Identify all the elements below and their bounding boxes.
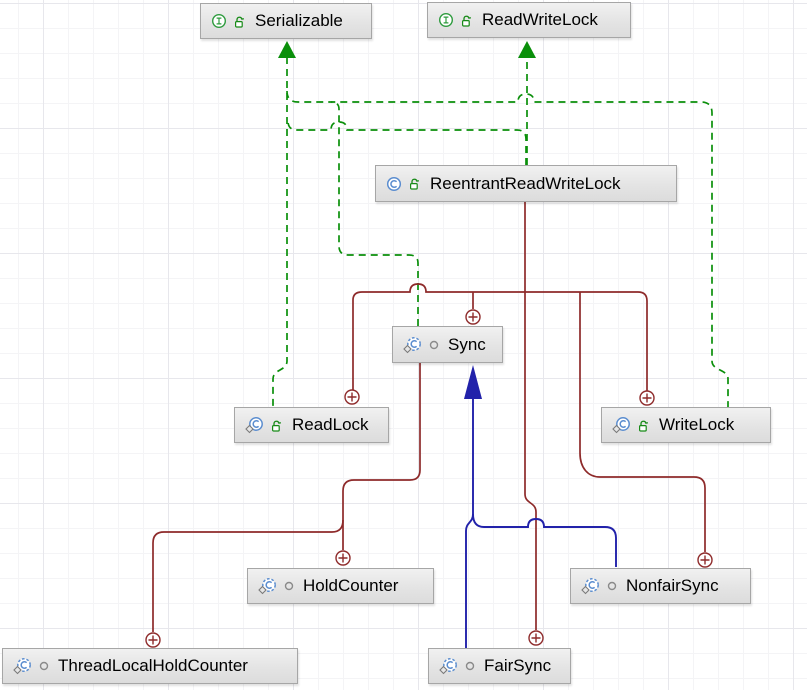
edge-inner-nonfairsync (579, 292, 706, 552)
node-label: ThreadLocalHoldCounter (58, 656, 248, 675)
node-label: Sync (448, 334, 486, 354)
node-reentrantreadwritelock[interactable]: ReentrantReadWriteLock (375, 165, 677, 202)
inner-class-marker-readlock (344, 389, 360, 405)
node-holdcounter[interactable]: HoldCounter (247, 568, 434, 604)
nested-class-icon (258, 578, 276, 595)
inner-class-marker-sync (465, 309, 481, 325)
node-threadlocalholdcounter[interactable]: ThreadLocalHoldCounter (2, 648, 298, 684)
edge-inner-threadlocalholdcounter (152, 519, 344, 632)
inner-class-marker-holdcounter (335, 550, 351, 566)
node-label: HoldCounter (303, 576, 399, 595)
extends-arrowhead-sync (464, 365, 482, 399)
inner-class-marker-threadlocalholdcounter (145, 632, 161, 648)
node-nonfairsync[interactable]: NonfairSync (570, 568, 751, 604)
edge-fairsync-extends-sync (465, 397, 474, 648)
public-lock-icon (462, 15, 472, 27)
node-readwritelock[interactable]: ReadWriteLock (427, 2, 631, 38)
node-label: WriteLock (659, 415, 735, 434)
class-icon (386, 176, 402, 191)
realization-arrowhead-serializable (278, 41, 296, 58)
node-serializable[interactable]: Serializable (200, 3, 372, 39)
abstract-nested-class-icon (403, 336, 421, 353)
edge-inner-readlock-writelock (352, 283, 648, 391)
node-label: ReadLock (292, 415, 369, 434)
inner-class-marker-nonfairsync (697, 552, 713, 568)
package-visibility-icon (465, 661, 475, 671)
edge-readlock-serializable (272, 57, 288, 407)
inner-class-markers (145, 309, 713, 648)
package-visibility-icon (429, 340, 439, 349)
inner-class-marker-fairsync (528, 630, 544, 646)
nested-class-icon (13, 658, 31, 675)
realization-arrowhead-readwritelock (518, 41, 536, 58)
edge-inner-fairsync (524, 286, 537, 630)
nested-class-icon (245, 417, 263, 434)
edge-writelock-serializable (286, 90, 729, 407)
node-readlock[interactable]: ReadLock (234, 407, 389, 443)
node-label: FairSync (484, 656, 552, 675)
edge-reentrantrwl-serializable (287, 120, 527, 165)
interface-icon (438, 12, 454, 28)
node-label: ReadWriteLock (482, 10, 598, 29)
node-fairsync[interactable]: FairSync (428, 648, 571, 684)
package-visibility-icon (284, 581, 294, 591)
nested-class-icon (612, 417, 630, 434)
edge-sync-serializable (330, 101, 419, 326)
node-label: ReentrantReadWriteLock (430, 173, 621, 193)
nested-class-icon (439, 658, 457, 675)
edge-inner-holdcounter (342, 363, 421, 550)
inner-class-marker-writelock (639, 390, 655, 406)
public-lock-icon (235, 16, 245, 28)
public-lock-icon (639, 420, 649, 432)
package-visibility-icon (607, 581, 617, 591)
public-lock-icon (272, 420, 282, 432)
node-writelock[interactable]: WriteLock (601, 407, 771, 443)
package-visibility-icon (39, 661, 49, 671)
node-label: Serializable (255, 11, 343, 30)
node-sync[interactable]: Sync (392, 326, 503, 363)
interface-icon (211, 13, 227, 29)
public-lock-icon (410, 178, 420, 190)
nested-class-icon (581, 578, 599, 595)
edge-nonfairsync-extends-sync (472, 513, 617, 567)
node-label: NonfairSync (626, 576, 719, 595)
